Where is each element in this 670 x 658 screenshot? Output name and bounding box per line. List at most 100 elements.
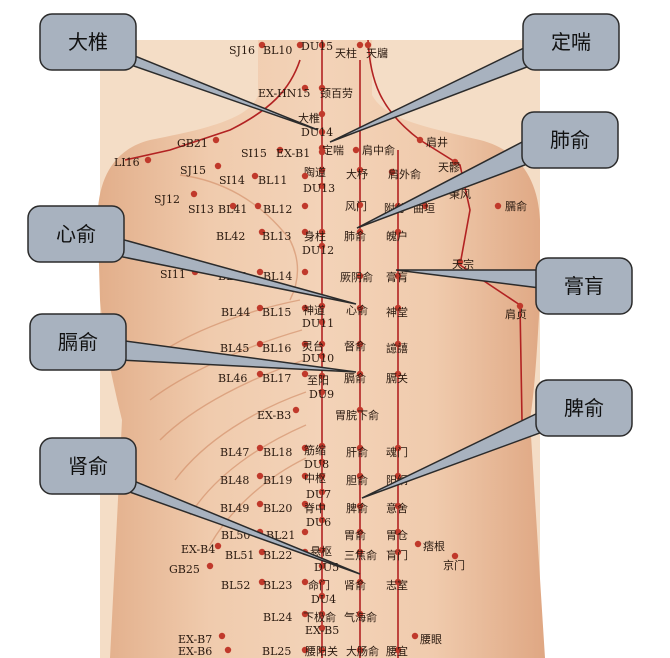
acupoint: DU13 [303, 182, 335, 195]
acupoint: BL19 [263, 472, 309, 487]
acupoint-dot [394, 548, 402, 556]
acupoint-label: 臑俞 [505, 199, 527, 213]
acupoint: 命门 [308, 578, 330, 592]
acupoint-dot [256, 268, 264, 276]
acupoint-dot [301, 528, 309, 536]
acupoint-label: EX-B3 [257, 409, 291, 422]
acupoint: BL42 [216, 228, 266, 243]
callout-label: 心俞 [56, 222, 96, 246]
acupoint: LI16 [114, 156, 152, 169]
acupoint-dot [301, 202, 309, 210]
acupoint-label: 神堂 [386, 305, 408, 319]
acupoint: 胃脘下俞 [335, 406, 379, 422]
acupoint-dot [356, 444, 364, 452]
acupoint-label: 肩贞 [505, 307, 527, 321]
acupoint-label: 神道 [303, 303, 325, 317]
acupoint-label: 肺俞 [344, 229, 366, 243]
acupoint-label: DU12 [302, 244, 334, 257]
acupoint-label: SJ16 [229, 44, 255, 57]
acupoint: BL47 [220, 444, 264, 459]
acupoint: BL18 [263, 444, 309, 459]
acupoint-label: DU15 [301, 40, 333, 53]
acupoint-dot [258, 41, 266, 49]
acupoint: 臑俞 [494, 199, 527, 213]
acupoint: 天柱 [335, 41, 364, 60]
callout-box [521, 111, 619, 169]
acupoint-label: SI14 [219, 174, 245, 187]
acupoint: 身柱 [304, 228, 326, 243]
acupoint: 意舍 [386, 501, 408, 515]
acupoint: DU5 [314, 561, 339, 574]
acupoint: DU12 [302, 242, 334, 257]
acupoint-dot [301, 500, 309, 508]
acupoint-dot [218, 632, 226, 640]
acupoint-label: LI16 [114, 156, 140, 169]
acupoint-label: BL17 [262, 372, 291, 385]
acupoint-label: BL12 [263, 203, 292, 216]
acupoint: DU4 [311, 592, 336, 606]
acupoint-label: SI15 [241, 147, 267, 160]
acupoint-label: 天髎 [438, 161, 460, 174]
acupoint-label: BL23 [263, 579, 292, 592]
acupoint-label: 脾俞 [346, 501, 368, 515]
acupoint-dot [394, 472, 402, 480]
acupoint-label: BL10 [263, 44, 292, 57]
acupoint-label: BL49 [220, 502, 249, 515]
acupoint-dot [451, 158, 459, 166]
acupoint: 膈俞 [344, 370, 366, 385]
acupoint: EX-HN15 [258, 84, 310, 100]
acupoint-dot [301, 646, 309, 654]
acupoint-label: 腰宜 [386, 644, 408, 658]
acupoint-label: DU14 [301, 126, 333, 139]
acupoint-dot [416, 136, 424, 144]
acupoint-label: 胃仓 [386, 528, 408, 542]
acupoint-dot [356, 406, 364, 414]
acupoint-label: BL44 [221, 306, 250, 319]
acupoint: DU10 [302, 352, 334, 365]
acupoint-dot [352, 146, 360, 154]
acupoint: 天宗 [452, 257, 474, 271]
callout-feishu: 肺俞 [356, 111, 619, 229]
acupoint-label: 下极俞 [303, 610, 336, 624]
acupoint-label: 颈百劳 [320, 87, 353, 100]
acupoint: 天牖 [364, 41, 388, 60]
acupoint-dot [318, 592, 326, 600]
acupoint: SI15 [241, 146, 284, 160]
acupoint: BL20 [263, 500, 309, 515]
acupoint-label: 腰阳关 [305, 644, 338, 658]
acupoint: DU14 [301, 126, 333, 139]
acupoint-dot [256, 304, 264, 312]
acupoint: EX-B4 [181, 542, 222, 556]
acupoint: DU15 [301, 40, 333, 53]
acupoint-dot [318, 128, 326, 136]
acupoint-dot [258, 228, 266, 236]
acupoint-dot [394, 228, 402, 236]
acupoint-dot [301, 472, 309, 480]
acupoint-dot [356, 646, 364, 654]
acupoint-dot [296, 41, 304, 49]
acupoint-dot [318, 182, 326, 190]
acupoint-label: 志室 [386, 578, 408, 592]
acupoint-dot [394, 340, 402, 348]
acupoint: EX-B3 [257, 406, 300, 422]
acupoint: 大椎 [298, 110, 326, 125]
acupoint: 魂门 [386, 444, 408, 459]
callout-layer: 大椎定喘肺俞心俞膏肓膈俞脾俞肾俞 [27, 13, 633, 575]
callout-label: 肺俞 [550, 128, 590, 152]
acupoint-label: 陶道 [304, 165, 326, 179]
acupoint: EX-B5 [305, 624, 339, 637]
acupoint-label: 悬枢 [310, 544, 332, 558]
acupoint-dot [301, 172, 309, 180]
acupoint-dot [394, 444, 402, 452]
acupoint-dot [318, 302, 326, 310]
acupoint: 神道 [303, 302, 326, 317]
acupoint: 膏肓 [386, 270, 408, 284]
callout-box [39, 437, 137, 495]
acupoint-dot [318, 610, 326, 618]
acupoint-label: BL25 [262, 645, 291, 658]
acupoint: 腰阳关 [305, 644, 338, 658]
acupoint: 脾俞 [346, 501, 368, 515]
acupoint-dot [394, 528, 402, 536]
acupoint-dot [256, 340, 264, 348]
acupoint-label: EX-B7 [178, 633, 212, 646]
